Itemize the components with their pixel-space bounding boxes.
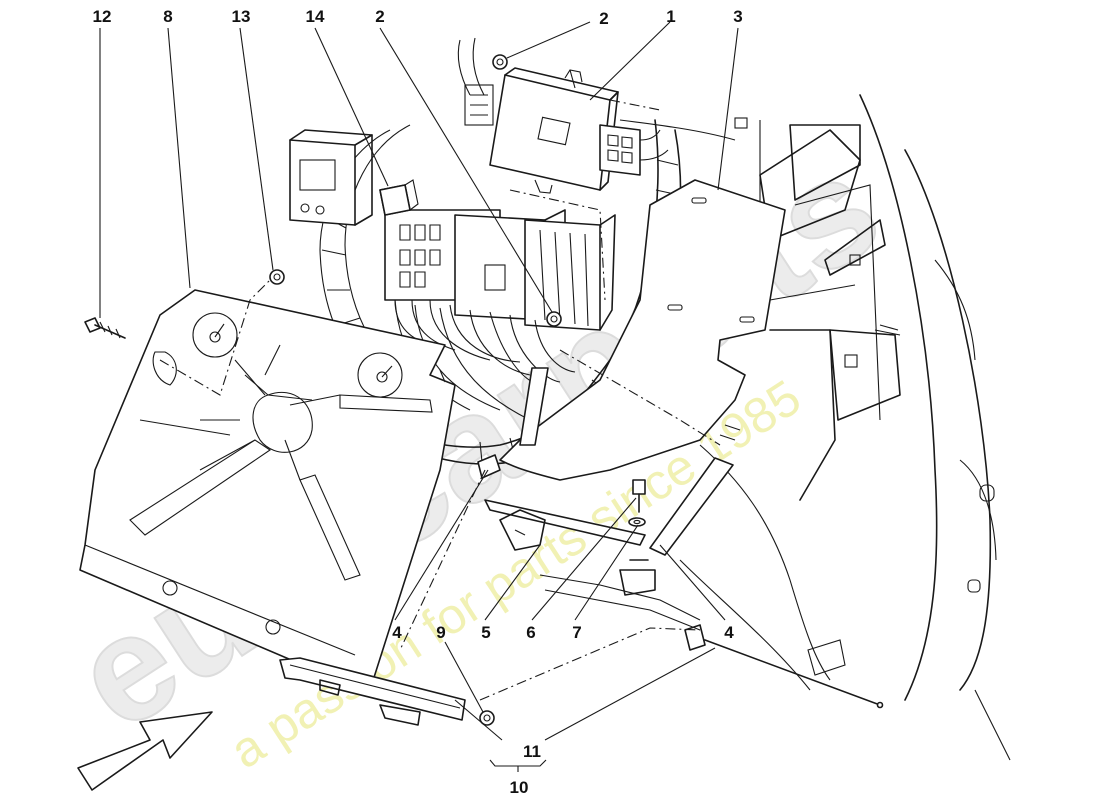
part-6-bolt: [632, 479, 646, 513]
callout-labels: 12 8 13 14 2 2 1 3 4 9 5 6 7 4 11 10: [93, 7, 743, 797]
part-13-nut: [269, 269, 285, 285]
part-2-nut-middle: [546, 311, 562, 327]
part-8-panel: [79, 289, 456, 691]
callout-12: 12: [93, 7, 112, 26]
part-11-rod: [704, 639, 884, 709]
callout-2-middle: 2: [375, 7, 384, 26]
lower-bracket: [539, 574, 706, 651]
part-4-edge-trim-right: [649, 457, 734, 556]
callout-5: 5: [481, 623, 490, 642]
part-14-relay: [379, 184, 411, 216]
part-3-support-plate: [499, 179, 786, 481]
callout-11: 11: [523, 742, 541, 761]
relay-fuse-blocks: [289, 129, 616, 421]
leader-lines: [99, 21, 739, 772]
callout-4-left: 4: [392, 623, 402, 642]
callout-8: 8: [163, 7, 172, 26]
part-1-control-module: [489, 67, 669, 194]
car-body-structure: [619, 94, 1011, 761]
callout-10: 10: [510, 778, 529, 797]
callout-13: 13: [232, 7, 251, 26]
callout-4-right: 4: [724, 623, 734, 642]
callout-14: 14: [306, 7, 325, 26]
callout-7: 7: [572, 623, 581, 642]
callout-9: 9: [436, 623, 445, 642]
part-9-nut: [479, 710, 495, 726]
part-12-screw: [84, 317, 126, 339]
callout-2-top: 2: [599, 9, 608, 28]
part-10-rail: [279, 657, 466, 726]
callout-1: 1: [666, 7, 675, 26]
view-direction-arrow: [77, 711, 213, 791]
part-2-nut-top: [492, 54, 508, 70]
callout-6: 6: [526, 623, 535, 642]
callout-3: 3: [733, 7, 742, 26]
assembly-lines: [159, 99, 721, 701]
